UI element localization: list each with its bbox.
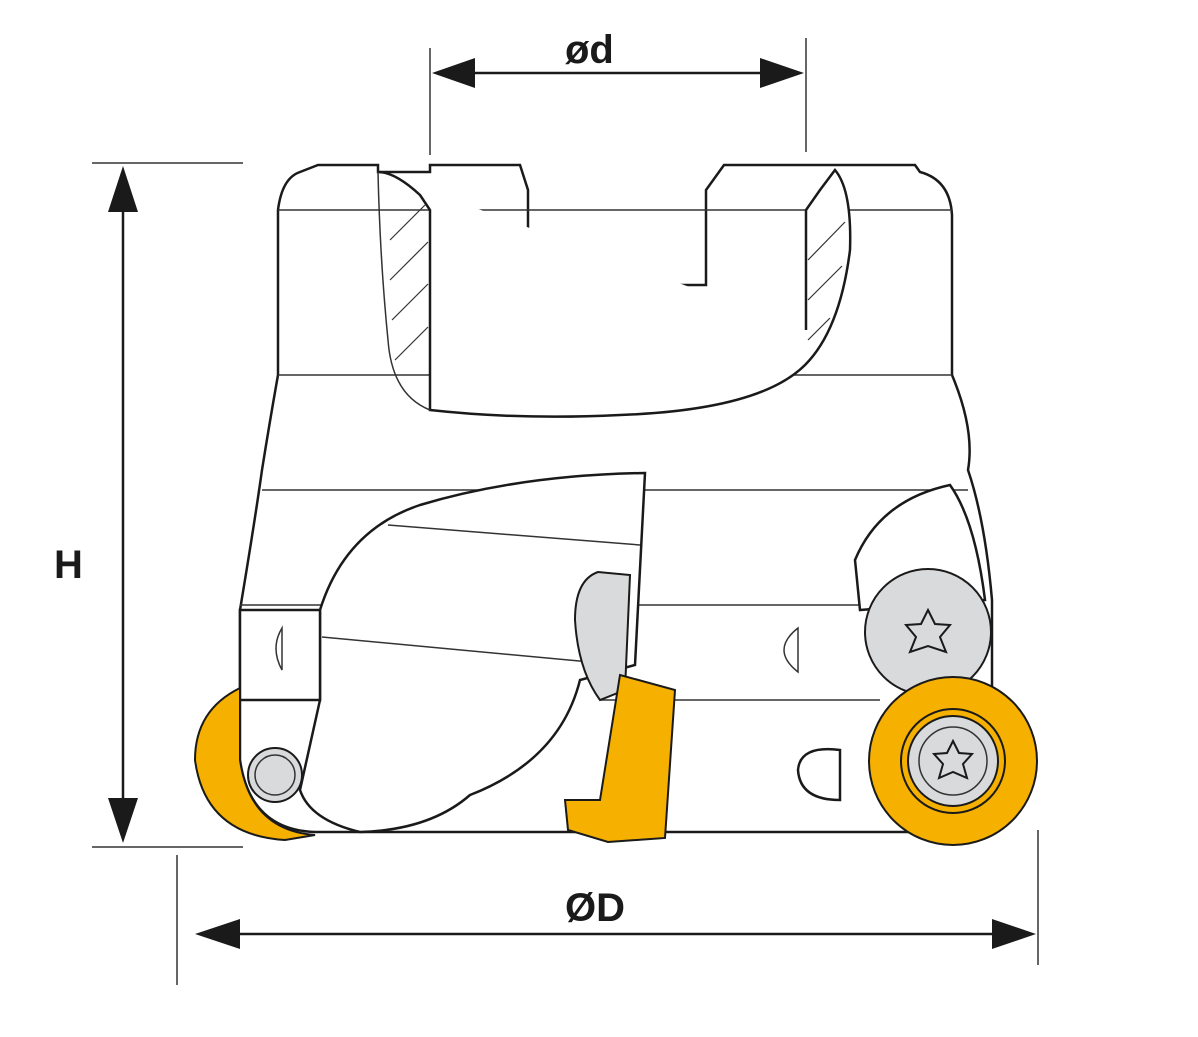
cutter-body (238, 163, 994, 834)
bore-diameter-label: ød (565, 28, 614, 72)
outer-diameter-label: ØD (565, 886, 625, 930)
diameter-dimension (176, 830, 1039, 985)
insert-right (868, 676, 1038, 846)
insert-center (563, 570, 677, 844)
section-hatch (389, 204, 846, 361)
height-dimension (92, 162, 243, 848)
clamp-screw-top (864, 568, 992, 696)
bore-dimension (429, 38, 807, 155)
height-label: H (54, 543, 83, 587)
insert-left (193, 686, 316, 842)
